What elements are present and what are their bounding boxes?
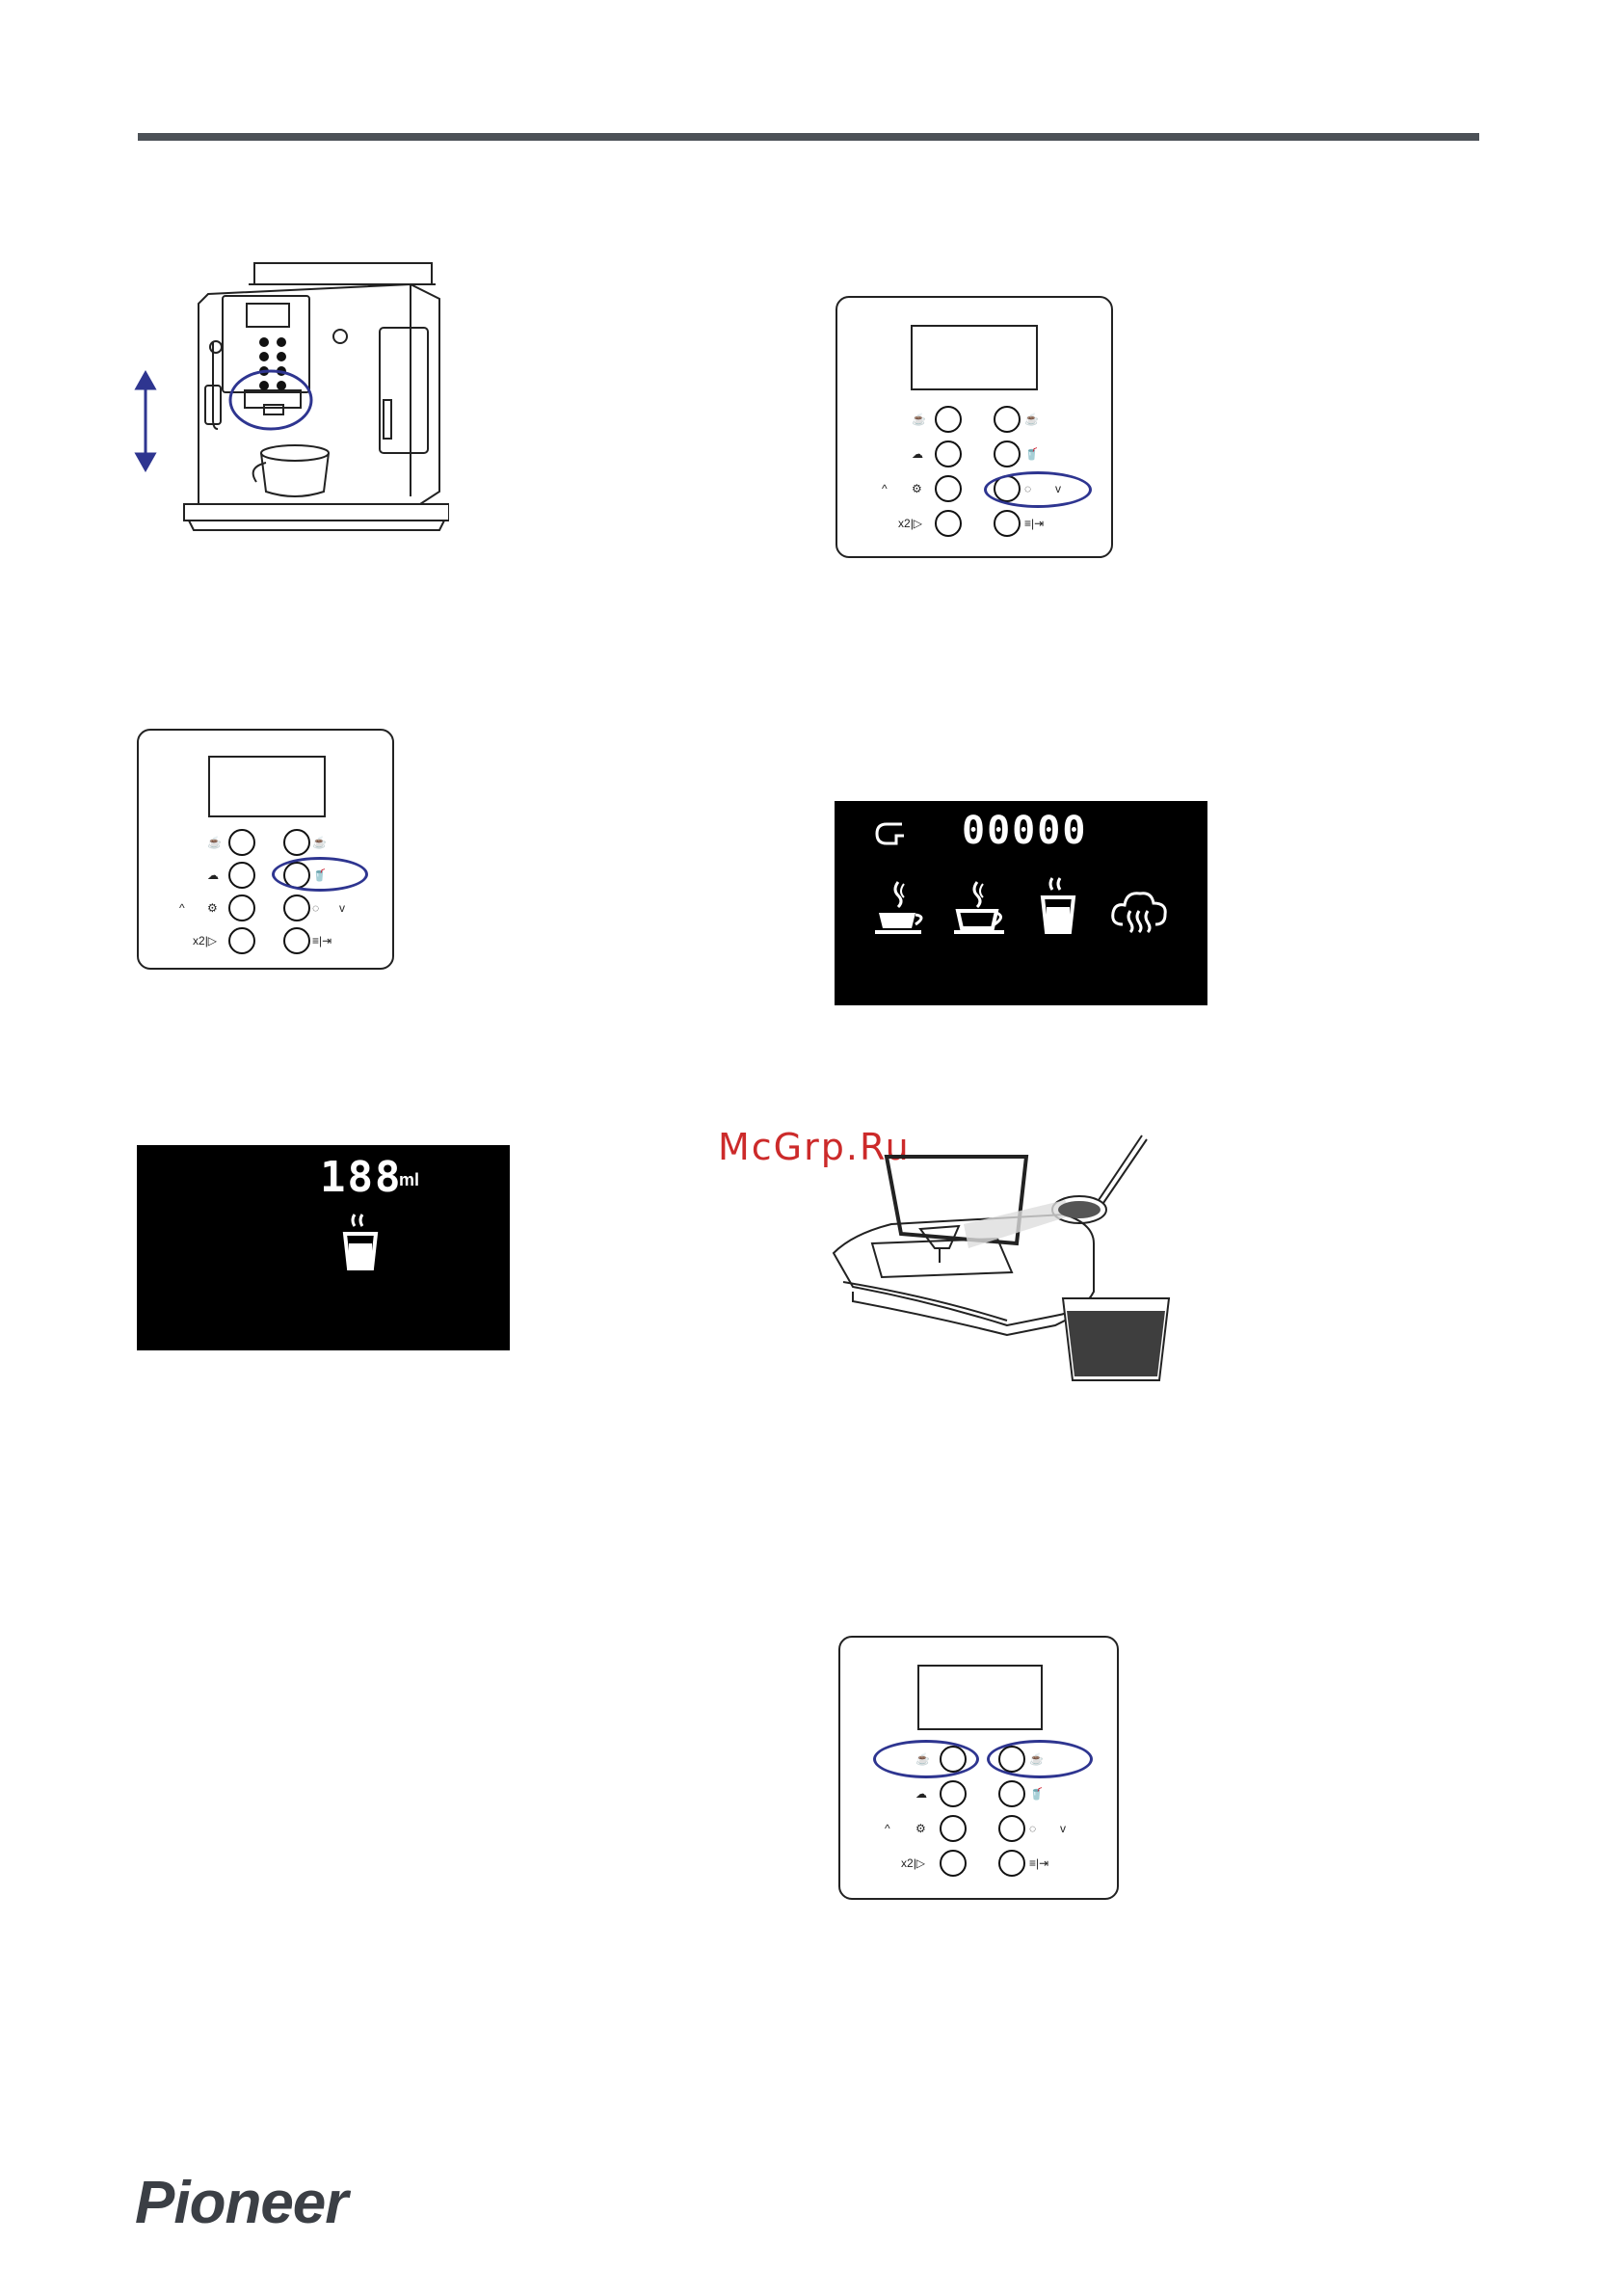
- volume-unit: ml: [399, 1170, 419, 1190]
- hot-water-button[interactable]: [940, 1780, 967, 1807]
- settings-button[interactable]: [228, 894, 255, 921]
- hot-water-cloud-icon: ☁: [915, 1787, 927, 1801]
- up-arrow-icon: ^: [882, 482, 888, 495]
- highlight-ellipse-left: [873, 1740, 979, 1778]
- double-button[interactable]: [935, 510, 962, 537]
- brand-logo: Pioneer: [135, 2169, 347, 2237]
- control-panel-mug: ☕ ☁ ^ ⚙ x2|▷ ☕ 🥤 ◌ v ≡|⇥: [137, 729, 394, 970]
- key-icon: [873, 820, 908, 849]
- tall-cup-icon: [1037, 876, 1079, 938]
- strength-button[interactable]: [998, 1815, 1025, 1842]
- ristretto-button[interactable]: [935, 406, 962, 433]
- menu-list-icon: ≡|⇥: [1029, 1856, 1048, 1870]
- ristretto-cup-icon: ☕: [912, 413, 926, 426]
- espresso-cup-icon: ☕: [1024, 413, 1039, 426]
- hot-water-cloud-icon: ☁: [207, 868, 219, 882]
- up-arrow-icon: ^: [885, 1822, 890, 1835]
- highlight-ellipse: [984, 471, 1092, 508]
- coffee-machine-illustration: [121, 255, 449, 545]
- header-rule: [138, 133, 1479, 141]
- coffee-cup-icon: [950, 880, 1008, 938]
- settings-gear-icon: ⚙: [915, 1822, 926, 1835]
- menu-list-icon: ≡|⇥: [1024, 517, 1044, 530]
- control-panel-strength: ☕ ☁ ^ ⚙ x2|▷ ☕ 🥤 ◌ v ≡|⇥: [836, 296, 1113, 558]
- panel-screen: [208, 756, 326, 817]
- strength-bean-icon: ◌: [312, 901, 319, 915]
- ground-coffee-funnel-illustration: [814, 1118, 1219, 1388]
- counter-display: 00000: [835, 801, 1207, 1005]
- double-cup-icon: x2|▷: [193, 934, 217, 948]
- espresso-button[interactable]: [994, 406, 1021, 433]
- ristretto-button[interactable]: [228, 829, 255, 856]
- menu-button[interactable]: [283, 927, 310, 954]
- double-label: x2: [193, 934, 205, 948]
- settings-button[interactable]: [940, 1815, 967, 1842]
- up-arrow-icon: ^: [179, 901, 185, 915]
- mug-icon: 🥤: [1029, 1787, 1044, 1801]
- double-cup-icon: x2|▷: [898, 517, 922, 530]
- volume-display: 188 ml: [137, 1145, 510, 1350]
- menu-button[interactable]: [998, 1850, 1025, 1877]
- panel-screen: [911, 325, 1038, 390]
- double-button[interactable]: [940, 1850, 967, 1877]
- mug-button[interactable]: [998, 1780, 1025, 1807]
- hot-water-button[interactable]: [935, 441, 962, 467]
- strength-button[interactable]: [283, 894, 310, 921]
- ristretto-cup-icon: ☕: [207, 836, 222, 849]
- espresso-cup-icon: [871, 880, 929, 938]
- control-panel-cups: ☕ ☁ ^ ⚙ x2|▷ ☕ 🥤 ◌ v ≡|⇥: [838, 1636, 1119, 1900]
- double-label: x2: [898, 517, 911, 530]
- menu-button[interactable]: [994, 510, 1021, 537]
- settings-gear-icon: ⚙: [207, 901, 218, 915]
- down-arrow-icon: v: [1060, 1822, 1066, 1835]
- volume-value: 188: [320, 1153, 402, 1202]
- panel-screen: [917, 1665, 1043, 1730]
- mug-button[interactable]: [994, 441, 1021, 467]
- settings-gear-icon: ⚙: [912, 482, 922, 495]
- tall-cup-icon: [339, 1213, 382, 1274]
- steam-cloud-icon: [1109, 886, 1171, 934]
- settings-button[interactable]: [935, 475, 962, 502]
- mug-icon: 🥤: [1024, 447, 1039, 461]
- highlight-ellipse-right: [987, 1740, 1093, 1778]
- highlight-ellipse: [272, 857, 368, 892]
- espresso-button[interactable]: [283, 829, 310, 856]
- espresso-cup-icon: ☕: [312, 836, 327, 849]
- menu-list-icon: ≡|⇥: [312, 934, 332, 948]
- double-button[interactable]: [228, 927, 255, 954]
- double-label: x2: [901, 1856, 914, 1870]
- strength-bean-icon: ◌: [1029, 1822, 1036, 1835]
- double-cup-icon: x2|▷: [901, 1856, 925, 1870]
- hot-water-button[interactable]: [228, 862, 255, 889]
- down-arrow-icon: v: [339, 901, 345, 915]
- counter-value: 00000: [962, 809, 1087, 853]
- hot-water-cloud-icon: ☁: [912, 447, 923, 461]
